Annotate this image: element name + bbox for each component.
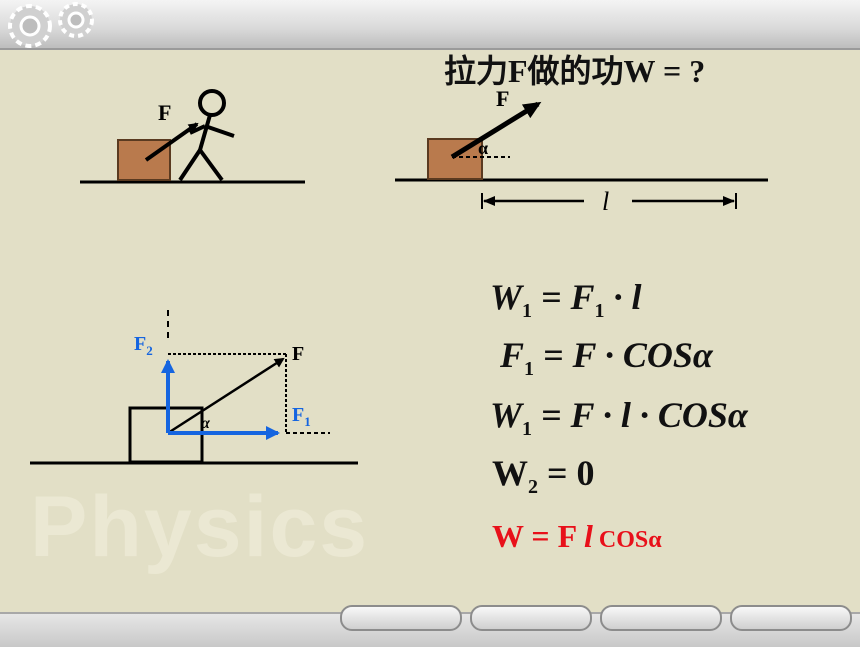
nav-tab-4[interactable]: [730, 605, 852, 631]
equation-f1: F1 = F · COSα: [500, 335, 713, 381]
force-vector-f: [167, 357, 285, 435]
f2-label: F2: [134, 333, 153, 358]
top-bar: [0, 0, 860, 50]
pull-arrow-1: [144, 122, 199, 162]
nav-tab-3[interactable]: [600, 605, 722, 631]
force-label-2: F: [496, 86, 509, 111]
figure-person-pulling: F: [80, 89, 305, 184]
angle-label-3: α: [201, 415, 211, 432]
equation-result: W = F l COSα: [492, 518, 662, 554]
person-head: [198, 89, 226, 117]
equation-work-2: W2 = 0: [492, 453, 595, 499]
gear-icon: [8, 2, 94, 48]
figure-force-decomposition: α F F1 F2: [30, 310, 358, 465]
equation-work-1-expanded: W1 = F · l · COSα: [490, 395, 748, 441]
distance-label: l: [602, 187, 609, 216]
f1-label: F1: [292, 404, 311, 429]
equation-work-1: W1 = F1 · l: [490, 277, 642, 323]
angle-label-2: α: [478, 138, 488, 158]
figure-angled-force: α F l: [395, 86, 768, 216]
question-title: 拉力F做的功W = ?: [444, 53, 706, 89]
force-label-1: F: [158, 100, 171, 125]
force-arrow-2: [450, 101, 542, 160]
f-label-3: F: [292, 343, 304, 365]
box-1: [117, 139, 171, 181]
person-body: [198, 114, 212, 151]
nav-tab-1[interactable]: [340, 605, 462, 631]
watermark-text: Physics: [30, 479, 370, 575]
nav-tab-2[interactable]: [470, 605, 592, 631]
